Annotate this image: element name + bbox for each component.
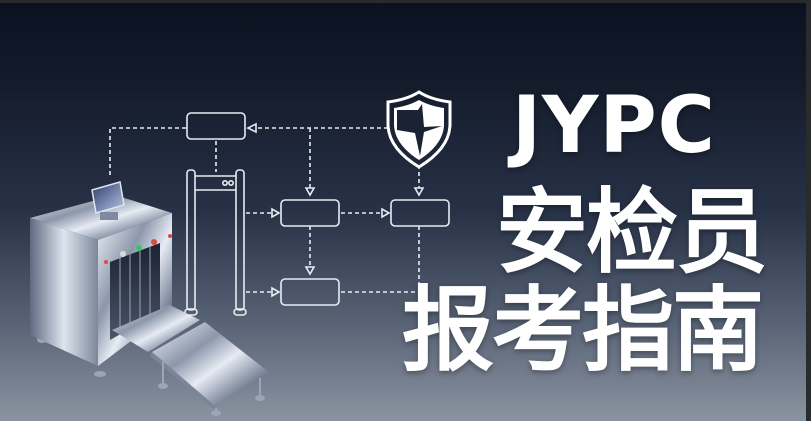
title-brand: JYPC bbox=[512, 81, 716, 171]
banner-canvas: JYPC 安检员 报考指南 bbox=[0, 3, 806, 421]
top-border bbox=[0, 0, 811, 3]
flow-box-bottom bbox=[280, 278, 340, 306]
flow-box-top bbox=[186, 112, 246, 140]
title-guide: 报考指南 bbox=[402, 277, 764, 384]
flow-box-right bbox=[390, 199, 450, 227]
xray-scanner-icon bbox=[30, 181, 270, 416]
flowchart-diagram bbox=[109, 112, 450, 306]
title-role: 安检员 bbox=[496, 179, 768, 286]
right-border bbox=[806, 0, 811, 421]
shield-icon bbox=[386, 90, 452, 169]
metal-detector-gate-icon bbox=[184, 169, 247, 316]
flow-box-middle bbox=[280, 199, 340, 227]
illustration bbox=[30, 90, 452, 416]
